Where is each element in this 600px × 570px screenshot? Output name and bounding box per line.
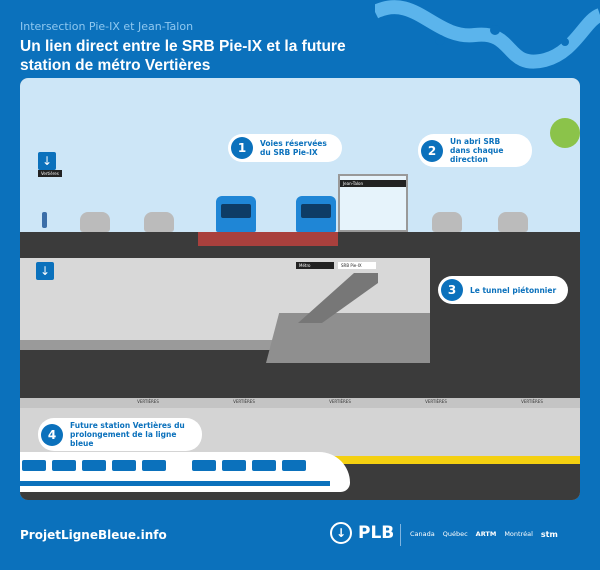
footer-divider [400, 524, 401, 546]
callout-3: 3 Le tunnel piétonnier [438, 276, 569, 304]
tunnel-ramp [266, 313, 430, 363]
callout-number: 3 [441, 279, 463, 301]
plb-logo-text: PLB [358, 523, 395, 543]
wayfinding-signs: Métro SRB Pie-IX [296, 262, 376, 269]
car-icon [80, 212, 110, 232]
plb-logo: ↓ PLB [330, 522, 394, 544]
callout-number: 4 [41, 423, 63, 446]
callout-number: 1 [231, 137, 253, 159]
partner-montreal: Montréal [504, 530, 533, 538]
train-stripe [20, 481, 330, 486]
callout-text: Voies réservées du SRB Pie-IX [260, 139, 327, 157]
platform-sign: VERTIÈRES [233, 399, 255, 404]
train-window [192, 460, 216, 471]
platform-sign: VERTIÈRES [425, 399, 447, 404]
reserved-bus-lane [198, 232, 338, 246]
partner-artm: ARTM [475, 530, 497, 538]
metro-icon: ↓ [38, 152, 56, 170]
metro-sign: ↓ Vertières [38, 152, 62, 177]
pedestrian [42, 212, 47, 228]
car-icon [498, 212, 528, 232]
train-window [112, 460, 136, 471]
car-icon [144, 212, 174, 232]
train-window [252, 460, 276, 471]
car-icon [432, 212, 462, 232]
river-decoration [375, 0, 600, 69]
metro-arrow-icon: ↓ [330, 522, 352, 544]
platform-signs: VERTIÈRES VERTIÈRES VERTIÈRES VERTIÈRES VERT… [100, 399, 580, 404]
callout-text: Future station Vertières du prolongement… [70, 421, 185, 448]
srb-direction-sign: SRB Pie-IX [338, 262, 376, 269]
partner-canada: Canada [410, 530, 435, 538]
partner-quebec: Québec [442, 530, 468, 538]
kicker: Intersection Pie-IX et Jean-Talon [20, 20, 194, 33]
train-window [222, 460, 246, 471]
train-window [282, 460, 306, 471]
callout-text: Un abri SRB dans chaque direction [450, 137, 504, 164]
train-window [22, 460, 46, 471]
metro-direction-sign: Métro [296, 262, 334, 269]
metro-sign-label: Vertières [38, 170, 62, 177]
platform-sign: VERTIÈRES [521, 399, 543, 404]
illustration: ↓ Vertières Jean-Talon 1 Voies réservées… [20, 78, 580, 500]
bus-icon [296, 196, 336, 232]
bus-shelter: Jean-Talon [338, 174, 408, 232]
bus-icon [216, 196, 256, 232]
callout-number: 2 [421, 139, 443, 162]
platform-edge [332, 456, 580, 464]
mezzanine-floor [20, 340, 430, 350]
train-window [82, 460, 106, 471]
metro-train [20, 452, 350, 492]
train-window [52, 460, 76, 471]
platform-beam [20, 398, 580, 408]
callout-1: 1 Voies réservées du SRB Pie-IX [228, 134, 342, 162]
shelter-sign: Jean-Talon [340, 180, 406, 187]
website-link[interactable]: ProjetLigneBleue.info [20, 528, 167, 542]
platform-sign: VERTIÈRES [329, 399, 351, 404]
platform-sign: VERTIÈRES [137, 399, 159, 404]
tree-icon [550, 118, 580, 148]
partner-stm: stm [540, 530, 558, 539]
callout-text: Le tunnel piétonnier [470, 285, 557, 295]
partner-logos: Canada Québec ARTM Montréal stm [410, 530, 558, 539]
metro-icon: ↓ [36, 262, 54, 280]
page-title: Un lien direct entre le SRB Pie-IX et la… [20, 38, 346, 74]
train-window [142, 460, 166, 471]
callout-4: 4 Future station Vertières du prolongeme… [38, 418, 202, 451]
callout-2: 2 Un abri SRB dans chaque direction [418, 134, 532, 167]
